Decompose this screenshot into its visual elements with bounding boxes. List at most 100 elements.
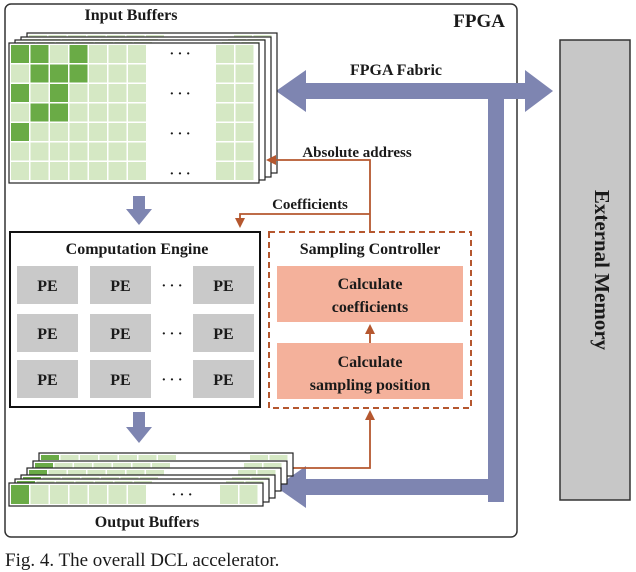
pe-unit: PE: [193, 360, 254, 398]
output-ellipsis: · · ·: [171, 488, 192, 503]
buffer-cell: [263, 463, 282, 468]
buffer-cell: [54, 463, 73, 468]
buffer-cell: [89, 162, 107, 180]
buffer-cell: [239, 485, 258, 504]
fpga-fabric-label: FPGA Fabric: [350, 62, 442, 79]
pe-unit: PE: [90, 266, 151, 304]
buffer-cell: [235, 162, 254, 180]
calculate-coefficients-box: [277, 266, 463, 322]
buffer-cell: [48, 470, 67, 475]
pe-ellipsis: · · ·: [161, 279, 182, 294]
buffer-cell: [132, 463, 151, 468]
buffer-cell: [108, 123, 127, 141]
pe-unit: PE: [17, 360, 78, 398]
buffer-cell: [158, 455, 176, 460]
buffer-cell: [87, 470, 106, 475]
pe-label: PE: [110, 372, 130, 389]
calculate-sampling-position-box: [277, 343, 463, 399]
computation-engine-label: Computation Engine: [66, 241, 209, 258]
pe-unit: PE: [17, 314, 78, 352]
input-ellipsis: · · ·: [169, 167, 190, 182]
buffer-cell: [257, 470, 276, 475]
pe-label: PE: [110, 278, 130, 295]
buffer-cell: [89, 485, 107, 504]
buffer-cell: [220, 485, 238, 504]
fpga-fabric-bus: [276, 70, 553, 508]
buffer-cell: [89, 45, 107, 63]
buffer-cell: [11, 84, 29, 102]
absolute-address-arrow: [266, 155, 371, 232]
buffer-cell: [216, 162, 234, 180]
buffer-cell: [128, 485, 146, 504]
buffer-cell: [108, 64, 127, 83]
buffer-cell: [30, 84, 49, 102]
buffer-cell: [60, 455, 79, 460]
buffer-cell: [152, 463, 170, 468]
buffer-cell: [128, 123, 146, 141]
buffer-cell: [128, 162, 146, 180]
buffer-cell: [50, 64, 68, 83]
calculate-coefficients-line2: coefficients: [332, 299, 408, 316]
pe-label: PE: [213, 326, 233, 343]
buffer-cell: [30, 123, 49, 141]
buffer-cell: [216, 45, 234, 63]
buffer-cell: [89, 142, 107, 161]
buffer-cell: [269, 455, 288, 460]
buffer-cell: [235, 142, 254, 161]
buffer-cell: [11, 64, 29, 83]
buffer-cell: [50, 123, 68, 141]
pe-label: PE: [37, 326, 57, 343]
buffer-cell: [30, 142, 49, 161]
buffer-cell: [235, 45, 254, 63]
buffer-cell: [50, 162, 68, 180]
buffer-cell: [69, 84, 88, 102]
buffer-cell: [69, 64, 88, 83]
buffer-cell: [50, 84, 68, 102]
buffer-cell: [29, 470, 47, 475]
pe-label: PE: [213, 372, 233, 389]
buffer-cell: [30, 103, 49, 122]
buffer-cell: [69, 162, 88, 180]
buffer-cell: [108, 142, 127, 161]
sampling-controller-label: Sampling Controller: [300, 241, 441, 258]
buffer-cell: [93, 463, 112, 468]
buffer-cell: [50, 103, 68, 122]
buffer-cell: [69, 142, 88, 161]
engine-to-output-arrow: [126, 412, 152, 443]
buffer-cell: [30, 45, 49, 63]
buffer-cell: [89, 123, 107, 141]
absolute-address-label: Absolute address: [302, 145, 411, 161]
buffer-cell: [11, 142, 29, 161]
pe-label: PE: [110, 326, 130, 343]
buffer-cell: [11, 103, 29, 122]
buffer-cell: [35, 463, 53, 468]
buffer-cell: [108, 485, 127, 504]
buffer-cell: [128, 142, 146, 161]
figure-caption: Fig. 4. The overall DCL accelerator.: [5, 550, 279, 571]
pe-unit: PE: [90, 314, 151, 352]
buffer-cell: [50, 485, 68, 504]
input-buffer-sheet: · · ·· · ·· · ·· · ·: [8, 42, 260, 184]
buffer-cell: [235, 64, 254, 83]
buffer-cell: [128, 45, 146, 63]
input-buffers-label: Input Buffers: [85, 7, 178, 24]
buffer-cell: [69, 103, 88, 122]
buffer-cell: [11, 485, 29, 504]
buffer-cell: [216, 123, 234, 141]
input-buffers: · · ·· · ·· · ·· · ·: [8, 32, 278, 184]
output-buffers: · · ·: [8, 452, 294, 507]
pe-label: PE: [213, 278, 233, 295]
buffer-cell: [216, 64, 234, 83]
fpga-label: FPGA: [453, 11, 505, 32]
external-memory: [559, 39, 631, 501]
buffer-cell: [128, 103, 146, 122]
buffer-cell: [216, 103, 234, 122]
calculate-sampling-line1: Calculate: [338, 354, 403, 371]
pe-label: PE: [37, 372, 57, 389]
buffer-cell: [74, 463, 92, 468]
buffer-cell: [244, 463, 262, 468]
coefficients-arrow: [235, 213, 370, 228]
buffer-cell: [146, 470, 164, 475]
buffer-cell: [89, 84, 107, 102]
buffer-cell: [107, 470, 125, 475]
